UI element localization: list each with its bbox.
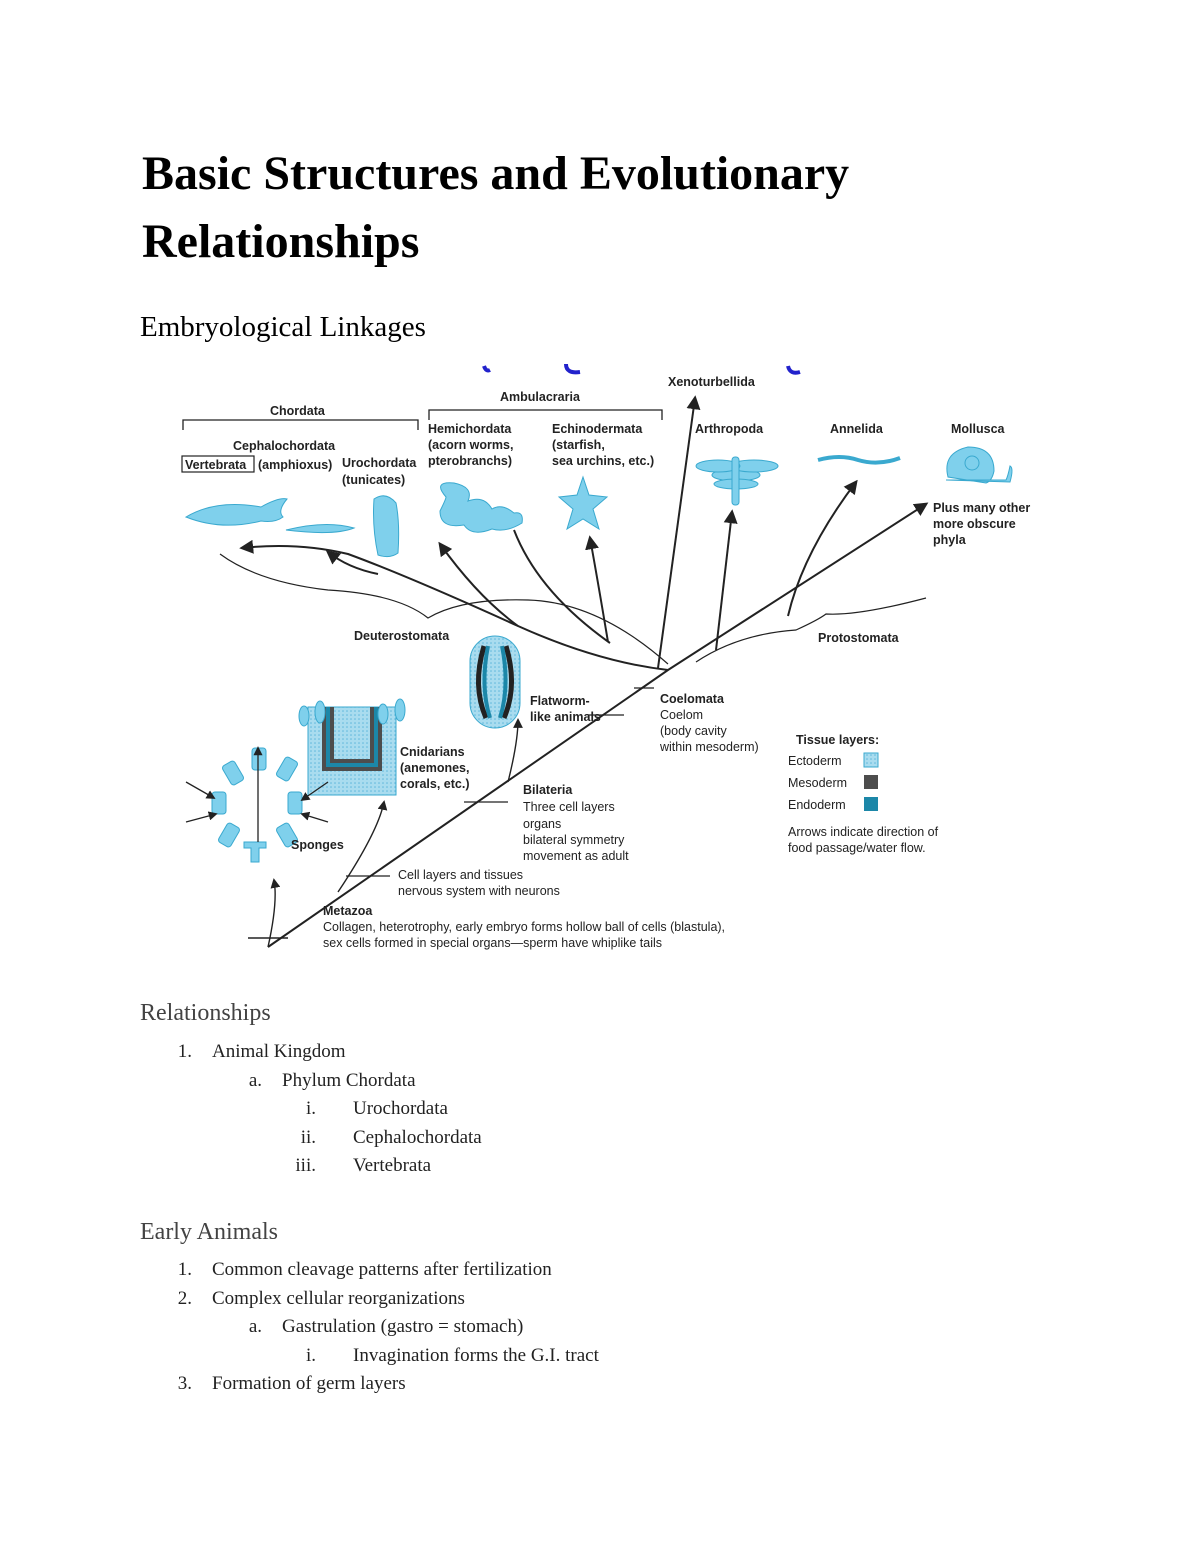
list-text: Invagination forms the G.I. tract bbox=[353, 1344, 599, 1366]
label-cephalochordata: Cephalochordata bbox=[233, 439, 336, 453]
organism-snail bbox=[945, 446, 1013, 484]
label-annelida: Annelida bbox=[830, 422, 884, 436]
label-amphioxus: (amphioxus) bbox=[258, 458, 332, 472]
label-plus-many: Plus many other more obscure phyla bbox=[933, 501, 1034, 547]
label-chordata: Chordata bbox=[270, 404, 326, 418]
label-cell-layers: Cell layers and tissues nervous system w… bbox=[398, 868, 560, 898]
organism-vertebrate-fish bbox=[184, 498, 288, 526]
list-item: i. Urochordata bbox=[0, 1098, 1000, 1124]
list-item: ii. Cephalochordata bbox=[0, 1127, 1000, 1153]
svg-text:Ectoderm: Ectoderm bbox=[788, 754, 842, 768]
list-marker: 1. bbox=[177, 1259, 192, 1280]
section-heading-relationships: Relationships bbox=[140, 1000, 271, 1026]
vertebrata-box bbox=[181, 455, 255, 473]
organism-amphioxus bbox=[285, 523, 356, 534]
list-marker: iii. bbox=[295, 1155, 316, 1176]
organism-annelid bbox=[817, 455, 901, 465]
label-xenoturbellida: Xenoturbellida bbox=[668, 375, 756, 389]
label-vertebrata: Vertebrata bbox=[185, 458, 247, 472]
label-bilateria: Bilateria Three cell layers organs bilat… bbox=[523, 783, 629, 863]
list-item: i. Invagination forms the G.I. tract bbox=[0, 1345, 1000, 1371]
svg-text:Mesoderm: Mesoderm bbox=[788, 776, 847, 790]
list-item: 1. Common cleavage patterns after fertili… bbox=[0, 1259, 1000, 1285]
label-deuterostomata: Deuterostomata bbox=[354, 629, 450, 643]
label-mollusca: Mollusca bbox=[951, 422, 1006, 436]
list-marker: i. bbox=[305, 1344, 316, 1366]
organism-cnidarian bbox=[298, 698, 406, 796]
list-marker: i. bbox=[305, 1098, 316, 1119]
label-cnidarians: Cnidarians (anemones, corals, etc.) bbox=[400, 745, 473, 791]
list-text: Formation of germ layers bbox=[212, 1373, 406, 1394]
label-ambulacraria: Ambulacraria bbox=[500, 390, 581, 404]
organism-dragonfly bbox=[695, 456, 779, 506]
chordata-bracket bbox=[182, 409, 663, 430]
list-item: 2. Complex cellular reorganizations bbox=[0, 1288, 1000, 1314]
list-text: Cephalochordata bbox=[353, 1126, 482, 1148]
list-text: Animal Kingdom bbox=[212, 1041, 346, 1062]
svg-text:food passage/water flow.: food passage/water flow. bbox=[788, 841, 926, 855]
label-protostomata: Protostomata bbox=[818, 631, 900, 645]
list-text: Complex cellular reorganizations bbox=[212, 1287, 465, 1309]
organism-flatworm bbox=[469, 635, 521, 729]
list-item: a. Phylum Chordata bbox=[0, 1070, 1000, 1096]
svg-text:Endoderm: Endoderm bbox=[788, 798, 846, 812]
list-item: iii. Vertebrata bbox=[0, 1155, 1000, 1181]
label-hemichordata: Hemichordata (acorn worms, pterobranchs) bbox=[428, 422, 517, 468]
list-item: a. Gastrulation (gastro = stomach) bbox=[0, 1316, 1000, 1342]
phylogeny-figure: Chordata Ambulacraria Xenoturbellida Cep… bbox=[178, 362, 1048, 962]
list-text: Vertebrata bbox=[353, 1155, 432, 1176]
organism-tunicate bbox=[373, 495, 400, 558]
organism-starfish bbox=[557, 475, 609, 531]
label-metazoa: Metazoa Collagen, heterotrophy, early em… bbox=[323, 904, 729, 950]
svg-text:Tissue layers:: Tissue layers: bbox=[796, 733, 879, 747]
list-text: Common cleavage patterns after fertiliza… bbox=[212, 1259, 552, 1280]
list-marker: a. bbox=[248, 1069, 262, 1091]
svg-text:Arrows indicate direction of: Arrows indicate direction of bbox=[788, 825, 939, 839]
list-marker: 2. bbox=[177, 1287, 192, 1309]
list-marker: 1. bbox=[177, 1041, 192, 1062]
organism-sponge bbox=[211, 747, 303, 863]
list-text: Gastrulation (gastro = stomach) bbox=[282, 1316, 524, 1337]
list-marker: a. bbox=[248, 1316, 262, 1337]
list-text: Phylum Chordata bbox=[282, 1069, 416, 1091]
organism-acorn-worm bbox=[439, 482, 523, 533]
top-fragments bbox=[482, 363, 801, 375]
list-item: 3. Formation of germ layers bbox=[0, 1373, 1000, 1399]
label-tunicates: (tunicates) bbox=[342, 473, 405, 487]
label-sponges: Sponges bbox=[291, 838, 344, 852]
list-text: Urochordata bbox=[353, 1098, 448, 1119]
tissue-legend: Tissue layers: Ectoderm Mesoderm Endoder… bbox=[788, 733, 939, 855]
list-marker: ii. bbox=[300, 1126, 316, 1148]
label-coelomata: Coelomata Coelom (body cavity within mes… bbox=[659, 692, 759, 754]
label-flatworm: Flatworm- like animals bbox=[530, 694, 601, 724]
label-urochordata: Urochordata bbox=[342, 456, 417, 470]
list-item: 1. Animal Kingdom bbox=[0, 1041, 1000, 1067]
label-arthropoda: Arthropoda bbox=[695, 422, 764, 436]
page-title: Basic Structures and Evolutionary Relati… bbox=[142, 147, 850, 268]
label-echinodermata: Echinodermata (starfish, sea urchins, et… bbox=[552, 422, 654, 468]
section-heading-embryological-linkages: Embryological Linkages bbox=[140, 311, 426, 343]
section-heading-early-animals: Early Animals bbox=[140, 1219, 278, 1245]
list-marker: 3. bbox=[177, 1373, 192, 1394]
